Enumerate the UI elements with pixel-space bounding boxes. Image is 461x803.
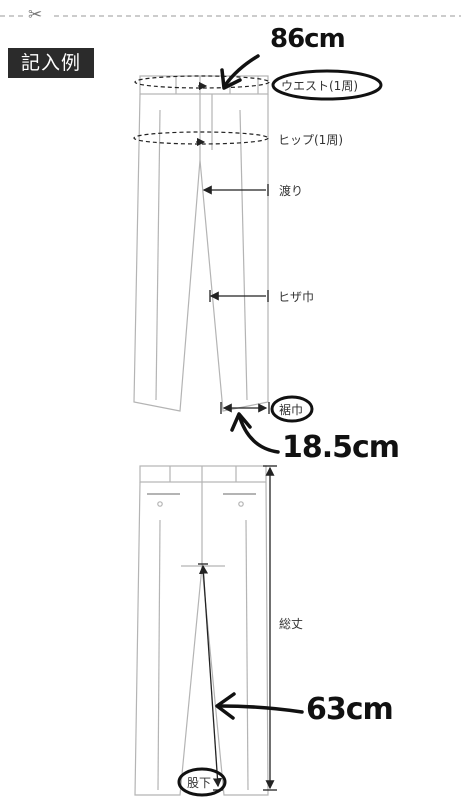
hem-label-circle — [270, 395, 314, 423]
thigh-dimension — [202, 184, 269, 196]
inseam-value-handwritten: 63cm — [306, 692, 394, 727]
knee-label: ヒザ巾 — [278, 290, 315, 304]
front-pants-drawing — [133, 75, 269, 412]
waist-label-circle — [271, 69, 383, 101]
waist-measure-ellipse — [134, 75, 270, 89]
back-waistband — [139, 465, 267, 483]
front-waistband — [139, 75, 269, 95]
back-pants-drawing — [134, 465, 269, 796]
total-length-label: 総丈 — [279, 617, 304, 631]
example-badge: 記入例 — [8, 48, 94, 78]
inseam-label: 股下 — [187, 776, 212, 790]
hip-measure-ellipse — [133, 131, 269, 145]
dashed-cut-line — [0, 6, 461, 26]
inseam-dimension — [198, 563, 223, 791]
waist-label: ウエスト(1周) — [281, 79, 358, 93]
inseam-hand-arrow — [218, 704, 304, 714]
knee-dimension — [209, 290, 269, 302]
hem-value-handwritten: 18.5cm — [282, 430, 400, 465]
hem-label: 裾巾 — [279, 403, 304, 417]
hip-label: ヒップ(1周) — [278, 133, 343, 147]
waist-hand-arrow — [224, 54, 260, 86]
hem-hand-arrow — [238, 416, 280, 454]
inseam-label-circle — [177, 767, 227, 797]
total-length-dimension — [263, 465, 277, 791]
waist-value-handwritten: 86cm — [270, 24, 346, 54]
cut-line: ✂ — [0, 4, 461, 26]
scissors-icon: ✂ — [28, 5, 43, 25]
thigh-label: 渡り — [279, 184, 304, 198]
hem-dimension — [220, 402, 270, 414]
